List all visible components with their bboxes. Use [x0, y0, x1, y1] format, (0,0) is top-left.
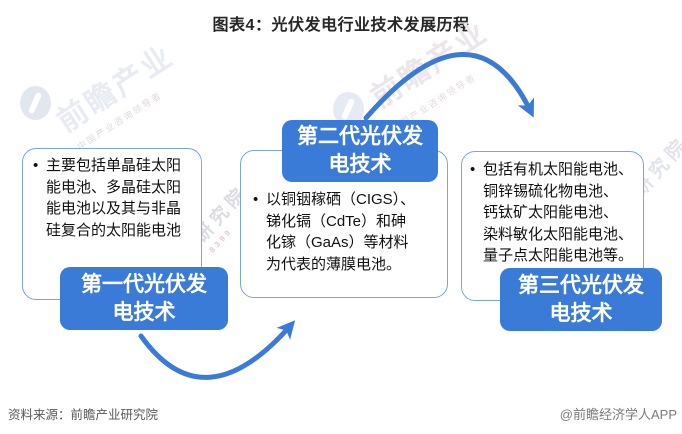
gen3-description-text: 包括有机太阳能电池、 铜锌锡硫化物电池、 钙钛矿太阳能电池、 染料敏化太阳能电池… [483, 161, 634, 265]
gen2-description-text: 以铜铟稼硒（CIGS）、 锑化镉（CdTe）和砷 化镓（GaAs）等材料 为代表… [266, 191, 416, 273]
watermark-tagline-text: 中国产业咨询领导者 [75, 89, 165, 153]
arrow-stage2-to-stage3 [363, 52, 535, 121]
gen1-description-text: 主要包括单晶硅太阳 能电池、多晶硅太阳 能电池以及其与非晶 硅复合的太阳能电池 [46, 157, 182, 239]
bullet-point: • [470, 161, 476, 178]
gen3-stage-label: 第三代光伏发 电技术 [500, 268, 662, 331]
arrow-stage1-to-stage2 [138, 320, 296, 380]
watermark-digits-text: 8399 [207, 226, 235, 255]
credit-text: @前瞻经济学人APP [559, 407, 677, 422]
brand-logo-watermark-icon [20, 86, 51, 120]
bullet-point: • [253, 191, 259, 208]
figure-title: 图表4：光伏发电行业技术发展历程 [212, 17, 470, 34]
data-source-text: 资料来源：前瞻产业研究院 [8, 408, 159, 422]
gen2-stage-label: 第二代光伏发 电技术 [282, 120, 438, 182]
bullet-point: • [33, 157, 39, 174]
gen1-description-box: • 主要包括单晶硅太阳 能电池、多晶硅太阳 能电池以及其与非晶 硅复合的太阳能电… [22, 148, 202, 300]
watermark-brand-text: 前瞻产业 [51, 39, 181, 139]
gen1-stage-label: 第一代光伏发 电技术 [60, 267, 228, 330]
